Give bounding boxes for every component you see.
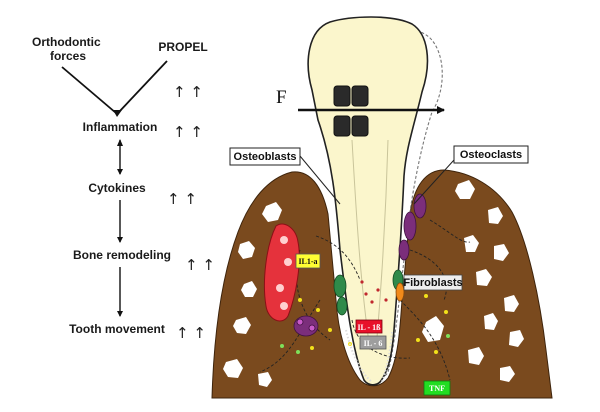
tnf-label: TNF — [429, 384, 445, 393]
il1b-label: IL - 1ß — [357, 323, 381, 332]
flow-arrow-1-back — [117, 139, 123, 146]
fibroblasts-callout: Fibroblasts — [403, 274, 463, 291]
osteoclasts-callout: Osteoclasts — [413, 145, 529, 205]
orthodontic-bracket — [333, 85, 369, 137]
il1a-label: IL1-a — [298, 257, 317, 266]
bone-remodeling-increase-arrows: ↑ ↑ — [185, 256, 215, 274]
step-cytokines: Cytokines — [88, 181, 146, 195]
il1b-box: IL - 1ß — [355, 319, 383, 334]
tooth-movement-increase-arrows: ↑ ↑ — [176, 324, 206, 342]
osteoblasts-callout: Osteoblasts — [229, 147, 341, 205]
step-bone-remodeling: Bone remodeling — [73, 248, 171, 262]
bone-trabecular-spaces — [223, 180, 524, 387]
osteoclasts-label: Osteoclasts — [460, 149, 522, 161]
forces-converge-line — [61, 66, 117, 114]
il6-box: IL - 6 — [359, 335, 387, 350]
step-inflammation: Inflammation — [83, 120, 158, 134]
orthodontic-forces-line-2: forces — [50, 49, 86, 63]
tooth-diagram: F — [211, 16, 553, 399]
il6-label: IL - 6 — [364, 339, 383, 348]
red-cell-cluster — [264, 223, 300, 322]
orthodontic-forces-line-1: Orthodontic — [32, 35, 101, 49]
cytokines-increase-arrows: ↑ ↑ — [167, 190, 197, 208]
step-tooth-movement: Tooth movement — [69, 322, 165, 336]
alveolar-bone — [211, 169, 553, 399]
propel-increase-arrows: ↑ ↑ — [173, 83, 203, 101]
cytokine-dots — [280, 280, 450, 354]
tnf-box: TNF — [423, 380, 451, 396]
propel-converge-line — [117, 60, 168, 114]
osteoblasts-label: Osteoblasts — [234, 151, 297, 163]
inflammation-increase-arrows: ↑ ↑ — [173, 123, 203, 141]
fibroblasts-label: Fibroblasts — [403, 277, 462, 289]
il1a-box: IL1-a — [295, 253, 321, 269]
converge-arrowhead — [113, 110, 122, 117]
flowchart: Orthodontic forces PROPEL ↑ ↑ Inflammati… — [32, 35, 215, 342]
propel-label: PROPEL — [158, 40, 207, 54]
fibroblast-cell — [395, 282, 405, 302]
orthodontic-forces-label: Orthodontic forces — [32, 35, 104, 63]
force-label: F — [276, 87, 287, 108]
